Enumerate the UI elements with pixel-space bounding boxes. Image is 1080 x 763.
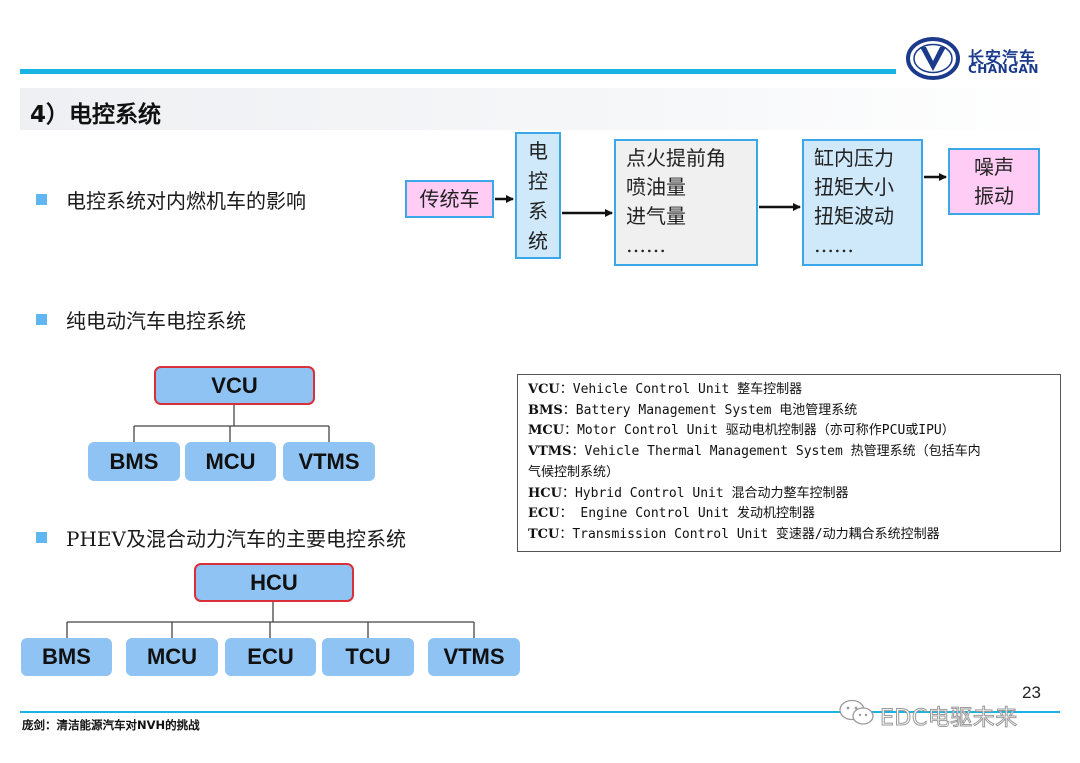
legend-key: MCU bbox=[528, 423, 565, 439]
legend-desc: ：Vehicle Control Unit 整车控制器 bbox=[559, 382, 803, 397]
flow-control-char: 控 bbox=[528, 169, 548, 193]
changan-logo-icon bbox=[906, 37, 960, 80]
flow-param-item: …… bbox=[626, 233, 666, 257]
legend-row: VCU：Vehicle Control Unit 整车控制器 bbox=[528, 380, 1060, 401]
legend-desc: ： Engine Control Unit 发动机控制器 bbox=[559, 506, 815, 522]
flow-effect-item: …… bbox=[814, 233, 854, 257]
legend-row: MCU：Motor Control Unit 驱动电机控制器（亦可称作PCU或I… bbox=[528, 421, 1060, 442]
ev-tree-vcu: VCU bbox=[154, 366, 315, 405]
flow-param-item: 点火提前角 bbox=[626, 146, 726, 170]
legend-desc: ：Battery Management System 电池管理系统 bbox=[562, 402, 858, 418]
legend-key: ECU bbox=[528, 506, 560, 522]
abbreviation-legend: VCU：Vehicle Control Unit 整车控制器 BMS：Batte… bbox=[517, 374, 1061, 552]
legend-desc: ：Transmission Control Unit 变速器/动力耦合系统控制器 bbox=[559, 526, 940, 542]
legend-desc: ：Vehicle Thermal Management System 热管理系统… bbox=[571, 444, 981, 460]
flow-control-char: 系 bbox=[528, 199, 548, 223]
ev-tree-vtms: VTMS bbox=[283, 442, 375, 481]
page-title: 4）电控系统 bbox=[30, 102, 162, 128]
ev-tree-bms: BMS bbox=[88, 442, 180, 481]
phev-tree-vtms: VTMS bbox=[428, 638, 520, 676]
footer-divider bbox=[20, 711, 1060, 713]
logo-chinese: 长安汽车 bbox=[968, 48, 1037, 67]
legend-row: ECU： Engine Control Unit 发动机控制器 bbox=[528, 504, 1060, 525]
legend-key: VCU bbox=[528, 382, 560, 397]
logo-english: CHANGAN bbox=[968, 62, 1039, 76]
flow-control-system: 电 控 系 统 bbox=[515, 132, 561, 259]
legend-key: HCU bbox=[528, 485, 562, 501]
flow-noise-vibration: 噪声 振动 bbox=[948, 148, 1040, 215]
flow-effect-item: 扭矩大小 bbox=[814, 175, 894, 199]
legend-key: VTMS bbox=[528, 444, 572, 460]
phev-tree-mcu: MCU bbox=[126, 638, 218, 676]
legend-desc: ：Motor Control Unit 驱动电机控制器（亦可称作PCU或IPU） bbox=[564, 423, 955, 439]
bullet-ice-impact: 电控系统对内燃机车的影响 bbox=[66, 189, 306, 213]
flow-effect-item: 缸内压力 bbox=[814, 146, 894, 170]
legend-key: BMS bbox=[528, 402, 563, 418]
ev-tree-mcu: MCU bbox=[185, 442, 276, 481]
bullet-marker bbox=[36, 314, 47, 325]
flow-result-item: 噪声 bbox=[974, 155, 1014, 179]
legend-row: HCU：Hybrid Control Unit 混合动力整车控制器 bbox=[528, 484, 1060, 505]
legend-desc: 气候控制系统） bbox=[528, 464, 620, 480]
legend-row: 气候控制系统） bbox=[528, 463, 1060, 484]
watermark-text: EDC电驱未来 bbox=[880, 706, 1018, 732]
legend-row: TCU：Transmission Control Unit 变速器/动力耦合系统… bbox=[528, 525, 1060, 546]
flow-result-item: 振动 bbox=[974, 184, 1014, 208]
legend-row: BMS：Battery Management System 电池管理系统 bbox=[528, 401, 1060, 422]
wechat-icon bbox=[839, 699, 874, 725]
flow-conventional-vehicle: 传统车 bbox=[405, 180, 494, 218]
flow-control-char: 电 bbox=[528, 139, 548, 163]
ev-tree-connectors bbox=[133, 404, 330, 442]
bullet-ev-control: 纯电动汽车电控系统 bbox=[66, 309, 246, 333]
flow-effects: 缸内压力 扭矩大小 扭矩波动 …… bbox=[802, 139, 923, 266]
flow-param-item: 进气量 bbox=[626, 204, 686, 228]
flow-effect-item: 扭矩波动 bbox=[814, 204, 894, 228]
bullet-marker bbox=[36, 532, 47, 543]
flow-param-item: 喷油量 bbox=[626, 175, 686, 199]
title-band bbox=[20, 88, 1060, 130]
legend-row: VTMS：Vehicle Thermal Management System 热… bbox=[528, 442, 1060, 463]
phev-tree-hcu: HCU bbox=[194, 563, 354, 602]
flow-engine-params: 点火提前角 喷油量 进气量 …… bbox=[614, 139, 758, 266]
bullet-phev-control: PHEV及混合动力汽车的主要电控系统 bbox=[66, 527, 406, 551]
phev-tree-tcu: TCU bbox=[322, 638, 414, 676]
page-number: 23 bbox=[1022, 683, 1041, 702]
bullet-marker bbox=[36, 194, 47, 205]
legend-desc: ：Hybrid Control Unit 混合动力整车控制器 bbox=[561, 485, 849, 501]
phev-tree-bms: BMS bbox=[21, 638, 112, 676]
phev-tree-ecu: ECU bbox=[225, 638, 316, 676]
flow-conventional-label: 传统车 bbox=[419, 187, 480, 211]
legend-key: TCU bbox=[528, 526, 560, 542]
header-divider bbox=[20, 69, 896, 74]
flow-control-char: 统 bbox=[528, 229, 548, 253]
phev-tree-connectors bbox=[66, 601, 475, 638]
footer-source: 庞剑：清洁能源汽车对NVH的挑战 bbox=[22, 718, 200, 732]
